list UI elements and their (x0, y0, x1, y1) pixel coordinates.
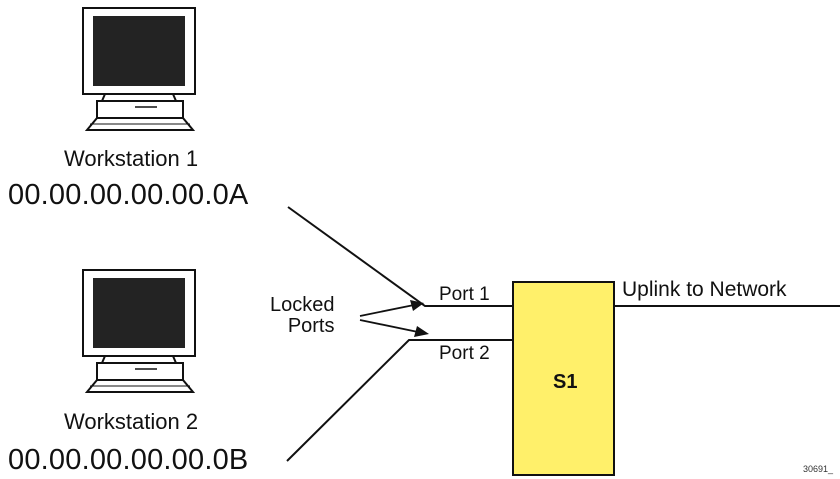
workstation-2-computer-icon (82, 269, 196, 393)
locked-ports-line-1: Locked (270, 294, 335, 316)
locked-ports-label: Locked Ports (270, 295, 335, 336)
workstation-1-mac-address: 00.00.00.00.00.0A (8, 179, 249, 211)
switch-s1 (512, 281, 615, 476)
workstation-1-computer-icon (82, 7, 196, 131)
uplink-label: Uplink to Network (622, 278, 787, 301)
switch-name-label: S1 (553, 371, 578, 393)
locked-ports-arrows (359, 300, 429, 337)
locked-ports-line-2: Ports (287, 315, 335, 337)
port-2-label: Port 2 (439, 343, 490, 364)
workstation-2-label: Workstation 2 (64, 409, 199, 434)
port-1-label: Port 1 (439, 284, 490, 305)
workstation-2-link (286, 339, 513, 462)
figure-code-label: 30691_ (803, 464, 834, 474)
workstation-1-link (287, 206, 513, 307)
workstation-2-mac-address: 00.00.00.00.00.0B (8, 444, 249, 476)
workstation-1-label: Workstation 1 (64, 146, 199, 171)
